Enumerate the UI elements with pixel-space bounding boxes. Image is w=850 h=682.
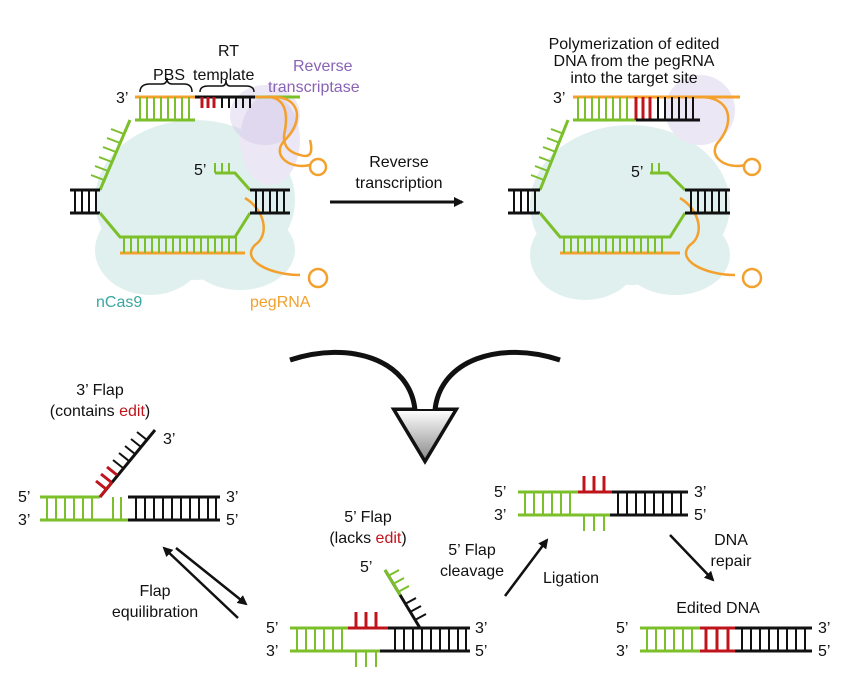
flap5-right-bottom: 5’	[475, 643, 487, 660]
equilibration-line1: Flap	[139, 583, 170, 600]
flap3-end: 3’	[163, 431, 175, 448]
left-diagonal-rungs	[90, 128, 125, 181]
five-prime-flap-panel: 5’ Flap (lacks edit)	[266, 509, 487, 667]
edited-title: Edited DNA	[676, 600, 760, 617]
big-down-arrow	[289, 349, 561, 465]
edited-left-bottom: 3’	[616, 643, 628, 660]
top-left-3prime: 3’	[116, 90, 128, 107]
rt-label: RT	[218, 43, 239, 60]
pbs-rungs	[139, 97, 190, 120]
flap5-right-top: 3’	[475, 620, 487, 637]
polymerization-line3: into the target site	[570, 70, 697, 87]
top-left-panel: PBS RT template Reverse transcriptase 3’…	[70, 43, 360, 311]
flap3-left-top: 5’	[18, 489, 30, 506]
edited-right-bottom: 5’	[818, 643, 830, 660]
flap5-title2-post: )	[401, 530, 406, 547]
polymerization-line2: DNA from the pegRNA	[554, 53, 715, 70]
reverse-transcriptase-shape	[230, 85, 300, 145]
cleavage-line1: 5’ Flap	[448, 542, 496, 559]
pbs-label: PBS	[153, 67, 185, 84]
ligation-panel: 5’ 3’ 3’ 5’	[494, 476, 706, 531]
top-left-5prime: 5’	[194, 162, 206, 179]
top-right-5prime: 5’	[631, 164, 643, 181]
edited-right-top: 3’	[818, 620, 830, 637]
flap5-left-top: 5’	[266, 620, 278, 637]
flap3-rungs	[46, 431, 217, 520]
three-prime-flap-panel: 3’ Flap (contains edit)	[18, 382, 238, 529]
cleavage-step: 5’ Flap cleavage Ligation	[440, 538, 599, 597]
reverse-transcription-line2: transcription	[355, 175, 442, 192]
flap3-title2-post: )	[145, 403, 150, 420]
template-label: template	[193, 67, 254, 84]
top-right-3prime: 3’	[553, 90, 565, 107]
right-spacer-rungs	[563, 237, 663, 253]
flap5-title2-edit: edit	[376, 530, 402, 547]
flap3-title2-pre: (contains	[50, 403, 119, 420]
repair-step: DNA repair	[669, 532, 753, 582]
equilibration-arrows: Flap equilibration	[112, 546, 248, 621]
ligation-label: Ligation	[543, 570, 599, 587]
edited-rungs	[646, 628, 806, 651]
spacer-rungs	[123, 237, 237, 253]
flap5-left-bottom: 3’	[266, 643, 278, 660]
flap3-title2: (contains edit)	[50, 403, 151, 420]
pegrna-label: pegRNA	[250, 294, 311, 311]
ligation-left-bottom: 3’	[494, 507, 506, 524]
transcriptase-label: transcriptase	[268, 79, 360, 96]
flap3-title2-edit: edit	[119, 403, 145, 420]
flap5-title2-pre: (lacks	[329, 530, 375, 547]
equilibration-line2: equilibration	[112, 604, 198, 621]
flap5-end: 5’	[360, 559, 372, 576]
reverse-label: Reverse	[293, 58, 353, 75]
ncas9-label: nCas9	[96, 294, 142, 311]
repair-line1: DNA	[714, 532, 748, 549]
edited-dna-panel: Edited DNA 5’ 3’ 3’ 5’	[616, 600, 830, 660]
flap5-title1: 5’ Flap	[344, 509, 392, 526]
flap3-title1: 3’ Flap	[76, 382, 124, 399]
flap3-right-bottom: 5’	[226, 512, 238, 529]
top-right-panel: Polymerization of edited DNA from the pe…	[508, 36, 763, 300]
cleavage-line2: cleavage	[440, 563, 504, 580]
flap5-rungs	[296, 569, 467, 667]
rt-template-rungs	[200, 97, 251, 108]
ligation-left-top: 5’	[494, 484, 506, 501]
ligation-rungs	[524, 476, 682, 531]
edited-left-top: 5’	[616, 620, 628, 637]
ligation-right-top: 3’	[694, 484, 706, 501]
polymerized-rungs	[577, 97, 694, 120]
flap3-left-bottom: 3’	[18, 512, 30, 529]
repair-line2: repair	[711, 553, 753, 570]
flap3-right-top: 3’	[226, 489, 238, 506]
flap5-title2: (lacks edit)	[329, 530, 406, 547]
ligation-right-bottom: 5’	[694, 507, 706, 524]
reverse-transcription-line1: Reverse	[369, 154, 429, 171]
polymerization-line1: Polymerization of edited	[549, 36, 720, 53]
reverse-transcription-arrow: Reverse transcription	[330, 154, 464, 207]
